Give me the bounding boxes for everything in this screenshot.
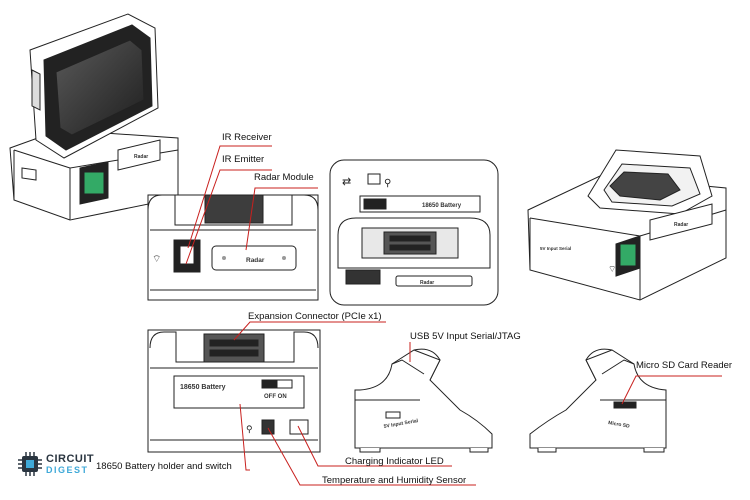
iso-device-back: Radar 5V Input Serial ⌔ [527, 149, 727, 301]
label-battery-holder: 18650 Battery holder and switch [96, 461, 232, 472]
zoom-view-panel: ⇄ ⚲ 18650 Battery Radar [329, 159, 499, 306]
leader-ir-emitter [185, 169, 272, 265]
label-micro-sd: Micro SD Card Reader [636, 360, 733, 371]
leader-ir-receiver [187, 145, 272, 249]
leader-charging [297, 425, 452, 467]
label-temp-humidity: Temperature and Humidity Sensor [322, 475, 467, 486]
label-usb-input: USB 5V Input Serial/JTAG [410, 331, 521, 342]
svg-text:⇄: ⇄ [342, 176, 351, 188]
label-expansion-connector: Expansion Connector (PCIe x1) [248, 311, 382, 322]
logo-circuit-text: CIRCUIT [46, 453, 95, 465]
circuit-digest-logo: CIRCUIT DIGEST [18, 451, 108, 479]
iso-back-radar-text: Radar [674, 222, 688, 228]
leader-temp [267, 427, 476, 486]
iso-device-front: Radar [9, 13, 179, 221]
leader-radar [245, 187, 318, 251]
label-radar-module: Radar Module [254, 172, 314, 183]
label-ir-emitter: IR Emitter [222, 154, 265, 165]
svg-text:⚲: ⚲ [384, 178, 391, 189]
side-microsd-text: Micro SD [608, 420, 631, 430]
side-view-microsd: Micro SD [529, 348, 667, 453]
svg-text:⌔: ⌔ [608, 264, 616, 274]
battery-label-text: 18650 Battery [180, 384, 226, 391]
switch-off-on-text: OFF ON [264, 394, 287, 400]
front-view-radar: ⌔ Radar [147, 194, 319, 301]
front-radar-text: Radar [246, 257, 265, 264]
side-view-usb: 5V Input Serial [354, 348, 493, 453]
chip-icon [18, 452, 42, 476]
iso-radar-text: Radar [134, 154, 148, 160]
front-view-battery: 18650 Battery OFF ON ⚲ [147, 329, 321, 453]
leader-lines [185, 145, 722, 486]
svg-text:⌔: ⌔ [152, 254, 161, 265]
leader-expansion [233, 321, 386, 341]
label-ir-receiver: IR Receiver [222, 132, 272, 143]
logo-digest-text: DIGEST [46, 465, 89, 475]
leader-microsd [621, 375, 722, 405]
leader-battery [239, 403, 250, 471]
svg-text:⚲: ⚲ [246, 424, 253, 434]
iso-back-usb-text: 5V Input Serial [540, 246, 571, 251]
zoom-radar-text: Radar [420, 280, 434, 286]
zoom-battery-text: 18650 Battery [422, 203, 462, 209]
label-charging-led: Charging Indicator LED [345, 456, 444, 467]
